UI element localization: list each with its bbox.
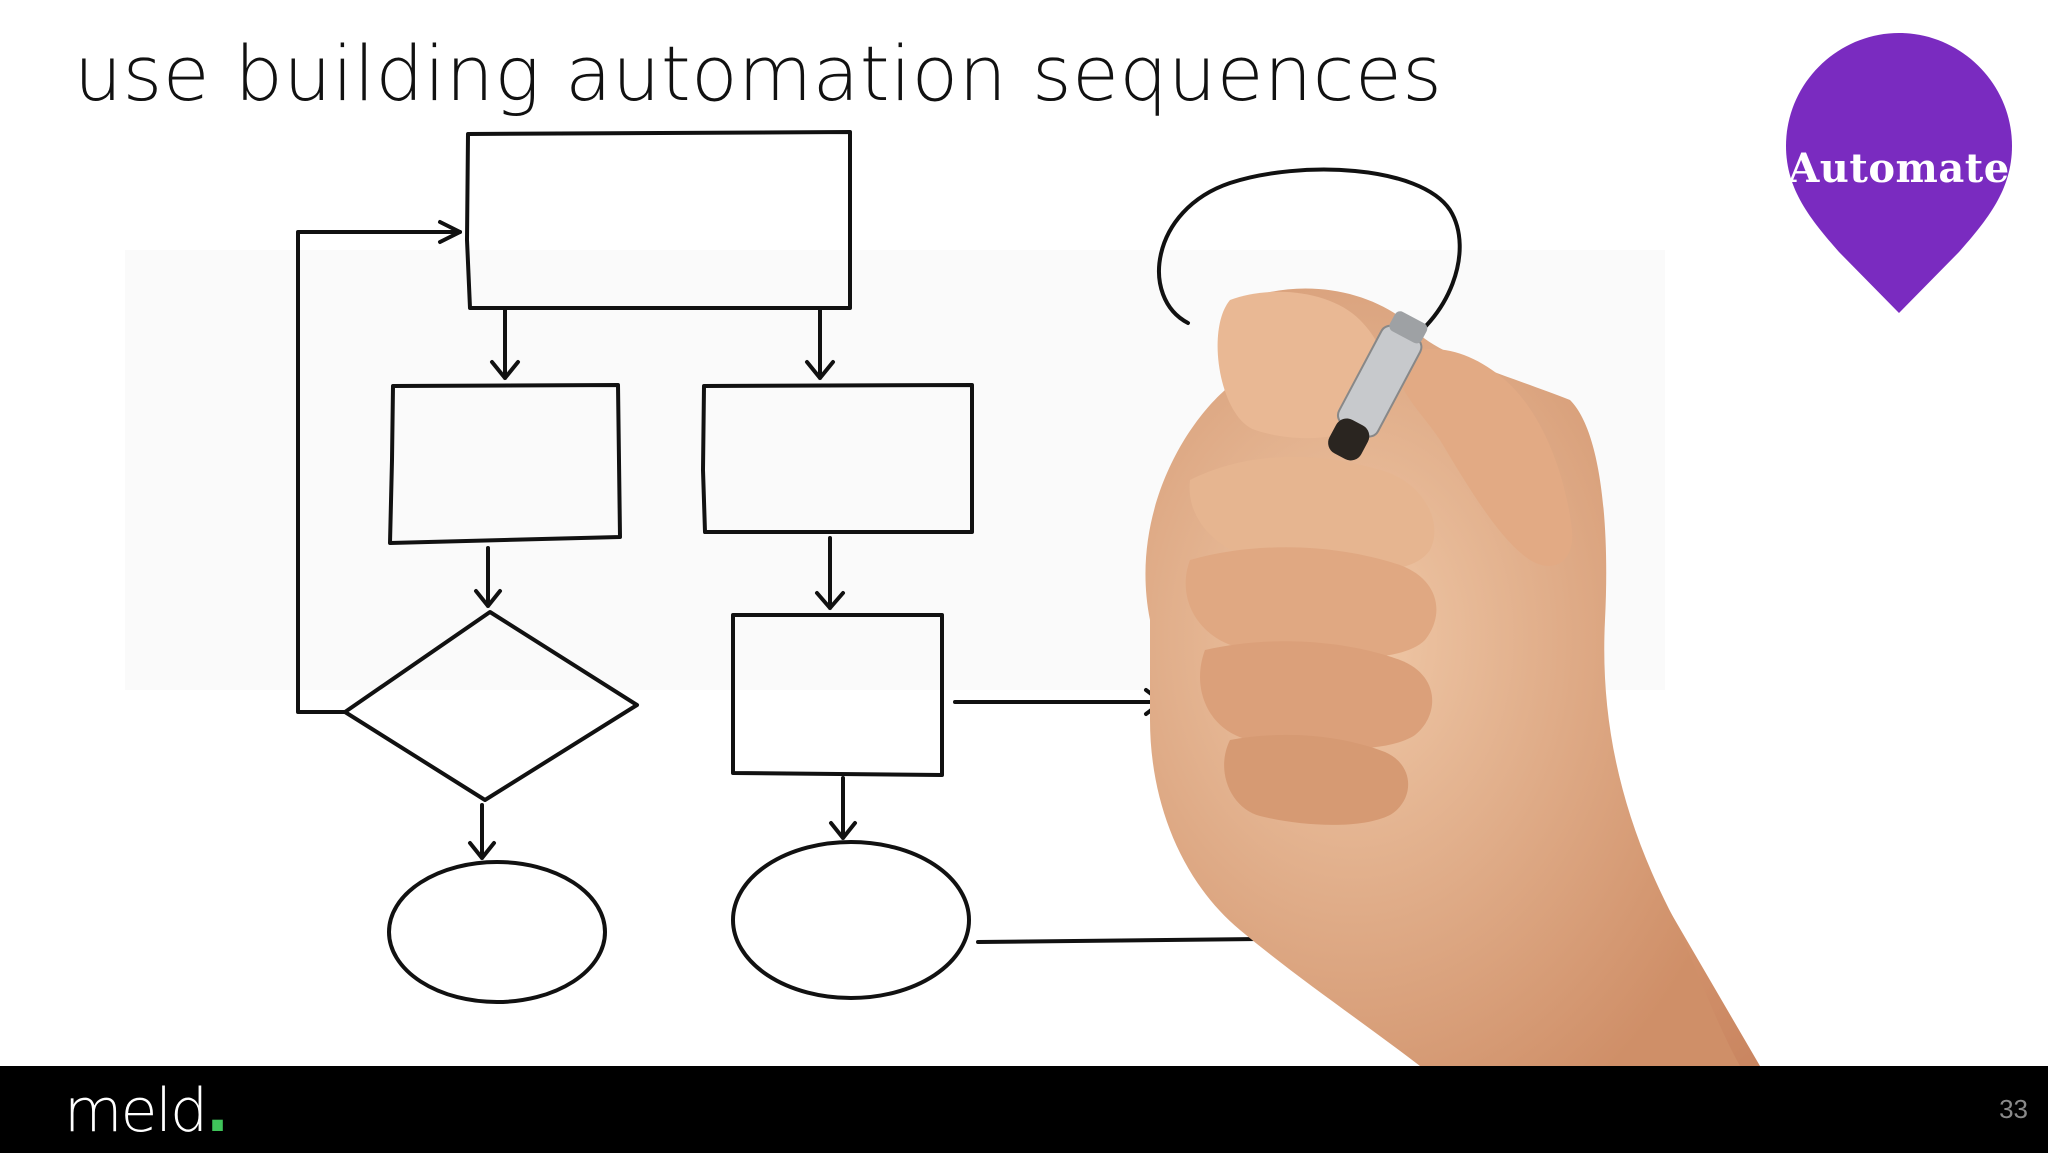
badge-shape-icon bbox=[1786, 33, 2012, 313]
flowchart-decision-diamond bbox=[343, 610, 639, 802]
flowchart-box-top bbox=[465, 130, 852, 310]
hand-with-marker-icon bbox=[1145, 288, 1760, 1066]
arrow-down-icon bbox=[829, 776, 857, 840]
logo-dot: . bbox=[206, 1076, 229, 1146]
meld-logo: meld. bbox=[64, 1076, 229, 1146]
feedback-loop-line bbox=[296, 230, 462, 714]
badge-label: Automate bbox=[1788, 145, 2010, 192]
arrow-down-icon bbox=[468, 803, 496, 860]
flowchart-box-right bbox=[701, 383, 974, 534]
logo-text: meld bbox=[64, 1076, 208, 1146]
slide-title: use building automation sequences bbox=[74, 29, 1443, 118]
flowchart-terminal-center bbox=[731, 840, 971, 1000]
arrow-down-icon bbox=[815, 536, 845, 610]
flowchart-box-left bbox=[388, 383, 622, 545]
automate-badge: Automate bbox=[1783, 30, 2015, 320]
footer-bar: meld. 33 bbox=[0, 1066, 2048, 1153]
flowchart-terminal-top bbox=[1157, 167, 1462, 352]
arrow-right-icon bbox=[953, 688, 1164, 716]
flowchart-terminal-left bbox=[387, 860, 607, 1004]
arrow-head-icon bbox=[438, 220, 462, 244]
arrow-down-icon bbox=[474, 546, 502, 608]
arrow-down-icon bbox=[805, 308, 835, 380]
page-number: 33 bbox=[1999, 1094, 2028, 1124]
flowchart-box-center bbox=[731, 613, 944, 777]
arrow-down-icon bbox=[490, 308, 520, 380]
